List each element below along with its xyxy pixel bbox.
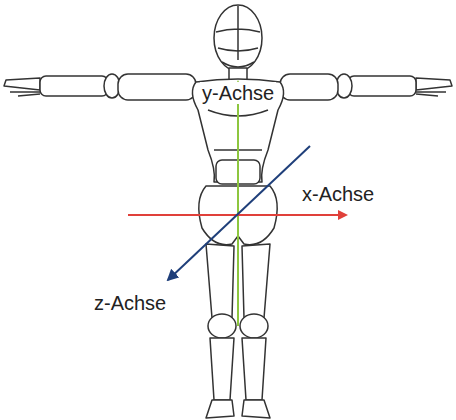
z-axis-label: z-Achse xyxy=(92,292,168,314)
z-axis xyxy=(168,146,310,280)
x-axis-label: x-Achse xyxy=(300,183,376,205)
y-axis-label: y-Achse xyxy=(200,82,276,104)
y-axis xyxy=(237,82,239,326)
